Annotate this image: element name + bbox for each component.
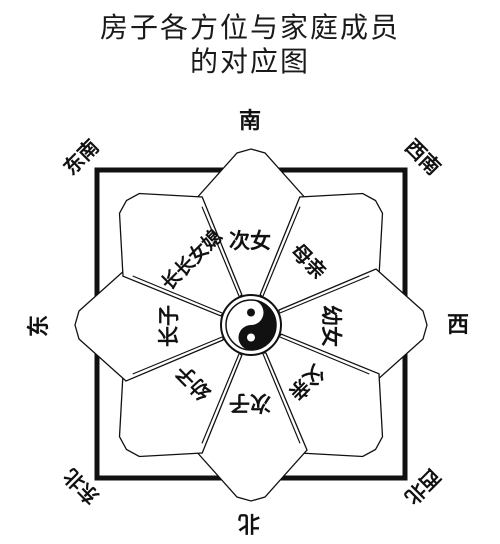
- petal-southeast: [118, 192, 243, 317]
- direction-north: 北: [238, 510, 260, 535]
- petal-divider: [201, 206, 241, 298]
- petal-label-west: 幼女: [319, 305, 343, 347]
- petal-divider: [278, 275, 370, 315]
- direction-east: 东: [26, 315, 52, 337]
- direction-south: 南: [239, 109, 261, 134]
- petal-divider: [132, 275, 224, 315]
- petal-group: [74, 148, 428, 502]
- yin-yang-icon: [220, 294, 282, 356]
- title-line-2: 的对应图: [189, 45, 310, 78]
- petal-divider: [278, 335, 370, 375]
- petal-divider: [261, 206, 301, 298]
- petal-divider: [261, 352, 301, 444]
- petal-divider: [201, 352, 241, 444]
- petal-divider: [132, 335, 224, 375]
- petal-label-east: 长子: [157, 305, 181, 347]
- direction-west: 西: [447, 313, 469, 338]
- petal-label-south: 次女: [229, 229, 271, 253]
- petal-label-north: 次子: [229, 391, 271, 415]
- title-line-1: 房子各方位与家庭成员: [99, 11, 400, 44]
